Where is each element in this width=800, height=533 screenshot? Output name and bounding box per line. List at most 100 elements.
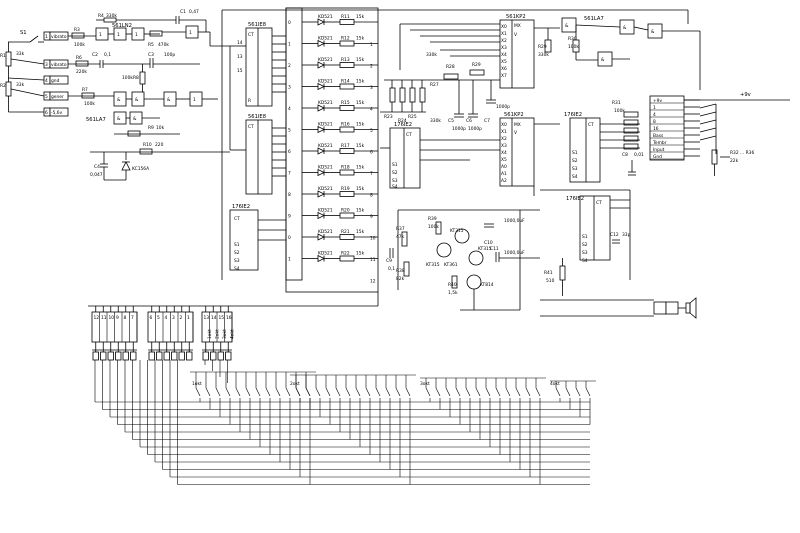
key-contact[interactable]	[315, 375, 321, 417]
gate-la7-b: &	[131, 91, 145, 107]
svg-text:0,47: 0,47	[189, 9, 199, 15]
svg-text:R29: R29	[472, 62, 481, 68]
key-contact[interactable]	[585, 381, 591, 425]
key-contact[interactable]	[335, 375, 341, 432]
svg-text:33k: 33k	[16, 51, 25, 57]
ic-561ie8-2: 561IE8 CT	[245, 114, 273, 195]
capacitor-c9: C9 0,1	[386, 248, 395, 272]
key-contact[interactable]	[225, 372, 231, 425]
svg-text:R3: R3	[74, 27, 80, 33]
svg-text:14: 14	[237, 40, 243, 46]
key-contact[interactable]	[275, 372, 281, 462]
key-contact[interactable]	[475, 378, 481, 440]
svg-text:R2: R2	[0, 83, 6, 89]
key-contact[interactable]	[395, 375, 401, 477]
svg-text:C7: C7	[484, 118, 490, 124]
key-contact[interactable]	[435, 378, 441, 410]
svg-text:330k: 330k	[426, 52, 437, 58]
rotary-switch[interactable]	[699, 103, 717, 154]
svg-text:gnd: gnd	[51, 78, 60, 84]
ic-561ie8-1: 561IE8 CT R	[245, 22, 273, 107]
key-contact[interactable]	[485, 378, 491, 447]
key-contact[interactable]	[465, 378, 471, 432]
key-contact[interactable]	[345, 375, 351, 440]
key-contact[interactable]	[525, 378, 531, 477]
svg-text:gener: gener	[51, 94, 64, 100]
key-contact[interactable]	[295, 375, 301, 402]
svg-text:33p: 33p	[622, 232, 631, 238]
octave-label: 2okt	[290, 381, 300, 387]
svg-text:R1: R1	[0, 53, 6, 59]
svg-text:S1: S1	[234, 242, 240, 248]
key-contact[interactable]	[355, 375, 361, 447]
bus-pin-number: 9	[288, 214, 291, 220]
svg-text:vibrato: vibrato	[51, 62, 67, 68]
capacitor-c5: C5 1000p	[448, 80, 466, 132]
net-number: 9	[370, 214, 373, 220]
resistor-label: R13	[341, 57, 350, 63]
svg-text:510: 510	[546, 278, 555, 284]
key-contact[interactable]	[305, 375, 311, 410]
key-contact[interactable]	[455, 378, 461, 425]
diode-label: KD521	[318, 14, 333, 20]
svg-text:C4: C4	[94, 164, 100, 170]
svg-text:X2: X2	[501, 38, 507, 44]
resistor-label: R11	[341, 14, 350, 20]
key-contact[interactable]	[425, 378, 431, 402]
svg-text:X0: X0	[501, 122, 507, 128]
svg-text:R10: R10	[143, 142, 152, 148]
svg-text:1,5k: 1,5k	[448, 290, 458, 296]
key-contact[interactable]	[205, 372, 211, 410]
power-pin-label: 4	[653, 112, 656, 118]
key-contact[interactable]	[405, 375, 411, 485]
key-contact[interactable]	[555, 381, 561, 402]
key-contact[interactable]	[575, 381, 581, 417]
gate-ln2-a: 1	[95, 27, 109, 41]
key-contact[interactable]	[235, 372, 241, 432]
key-contact[interactable]	[565, 381, 571, 410]
key-pin-number: 7	[131, 315, 134, 321]
svg-text:C5: C5	[448, 118, 454, 124]
key-contact[interactable]	[285, 372, 291, 470]
key-contact[interactable]	[255, 372, 261, 447]
svg-text:R30: R30	[568, 36, 577, 42]
key-contact[interactable]	[325, 375, 331, 425]
key-contact[interactable]	[505, 378, 511, 462]
key-pin-number: 10	[109, 315, 115, 321]
key-contact[interactable]	[445, 378, 451, 417]
svg-text:MX: MX	[514, 122, 521, 128]
key-contact[interactable]	[515, 378, 521, 470]
key-contact[interactable]	[365, 375, 371, 455]
svg-text:R31: R31	[612, 100, 621, 106]
svg-text:S1: S1	[572, 150, 578, 156]
key-contact[interactable]	[215, 372, 221, 417]
capacitor-c10: C10 1000,0uF	[484, 218, 525, 246]
capacitor-c12: C12 33p	[610, 232, 631, 244]
key-pin-number: 1	[187, 315, 190, 321]
svg-text:X3: X3	[501, 143, 507, 149]
key-contact[interactable]	[495, 378, 501, 455]
net-number: 6	[370, 150, 373, 156]
svg-text:S3: S3	[582, 250, 588, 256]
svg-text:C10: C10	[484, 240, 493, 246]
potentiometer-r37[interactable]: R32 ... R36 22k	[711, 149, 754, 176]
key-contact[interactable]	[375, 375, 381, 462]
gate-ln2-b: 1	[113, 27, 127, 41]
ic-176ie2-center: 176IE2 CT S1 S2 S3 S4	[389, 122, 421, 190]
svg-text:1000p: 1000p	[468, 126, 482, 132]
key-pin-number: 8	[124, 315, 127, 321]
key-contact[interactable]	[245, 372, 251, 440]
key-contact[interactable]	[195, 372, 201, 402]
key-contact[interactable]	[385, 375, 391, 470]
key-contact[interactable]	[265, 372, 271, 455]
speaker-output	[540, 299, 686, 317]
svg-text:S3: S3	[572, 166, 578, 172]
resistor-value: 15k	[356, 208, 365, 214]
key-contact[interactable]	[535, 378, 541, 485]
resistor-value: 15k	[356, 229, 365, 235]
